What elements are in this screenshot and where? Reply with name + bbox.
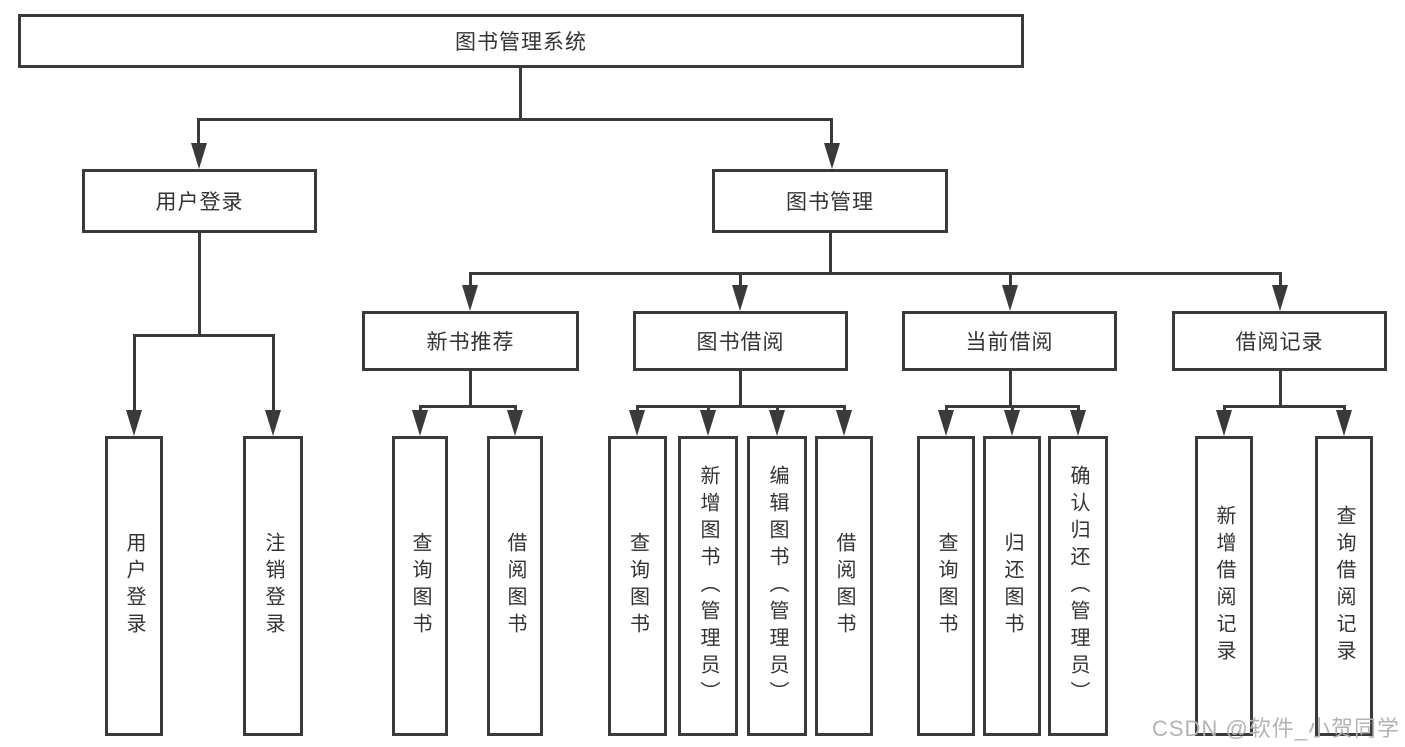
- node-borrow-records-label: 借阅记录: [1235, 331, 1324, 354]
- connector-vline: [469, 272, 472, 287]
- connector-vline: [198, 233, 201, 336]
- arrow-down-icon: [412, 410, 428, 436]
- leaf-label: 查询图书: [409, 532, 431, 640]
- leaf-current-query-books: 查询图书: [917, 436, 975, 736]
- node-book-borrow-label: 图书借阅: [696, 331, 785, 354]
- arrow-down-icon: [1070, 410, 1086, 436]
- connector-vline: [1223, 405, 1226, 413]
- leaf-borrow-edit-books-admin: 编辑图书（管理员）: [747, 436, 807, 736]
- node-book-borrow: 图书借阅: [633, 311, 848, 371]
- arrow-down-icon: [1336, 410, 1352, 436]
- node-root: 图书管理系统: [18, 14, 1024, 68]
- node-root-label: 图书管理系统: [455, 31, 587, 54]
- leaf-records-query-record: 查询借阅记录: [1315, 436, 1373, 736]
- arrow-down-icon: [191, 143, 207, 169]
- arrow-down-icon: [824, 143, 840, 169]
- leaf-current-return-books: 归还图书: [983, 436, 1041, 736]
- arrow-down-icon: [1002, 285, 1018, 311]
- connector-vline: [1279, 272, 1282, 287]
- leaf-label: 编辑图书（管理员）: [766, 464, 788, 708]
- connector-vline: [707, 405, 710, 413]
- connector-vline: [1009, 272, 1012, 287]
- node-borrow-records: 借阅记录: [1172, 311, 1387, 371]
- leaf-label: 确认归还（管理员）: [1067, 464, 1089, 708]
- leaf-label: 归还图书: [1001, 532, 1023, 640]
- leaf-label: 注销登录: [262, 532, 284, 640]
- connector-hline: [197, 118, 833, 121]
- node-new-book-recommend: 新书推荐: [362, 311, 579, 371]
- arrow-down-icon: [462, 285, 478, 311]
- connector-vline: [739, 371, 742, 407]
- connector-hline: [419, 405, 517, 408]
- leaf-logout: 注销登录: [243, 436, 303, 736]
- arrow-down-icon: [1216, 410, 1232, 436]
- connector-hline: [133, 334, 275, 337]
- connector-vline: [776, 405, 779, 413]
- connector-hline: [469, 272, 1282, 275]
- arrow-down-icon: [836, 410, 852, 436]
- leaf-label: 用户登录: [123, 532, 145, 640]
- connector-vline: [1077, 405, 1080, 413]
- leaf-label: 借阅图书: [504, 532, 526, 640]
- node-book-management-label: 图书管理: [786, 191, 874, 214]
- node-book-management: 图书管理: [712, 169, 948, 233]
- node-current-borrow: 当前借阅: [902, 311, 1117, 371]
- connector-vline: [1009, 371, 1012, 407]
- connector-vline: [1279, 371, 1282, 407]
- arrow-down-icon: [126, 410, 142, 436]
- arrow-down-icon: [938, 410, 954, 436]
- connector-vline: [739, 272, 742, 287]
- leaf-label: 查询图书: [626, 532, 649, 640]
- arrow-down-icon: [629, 410, 645, 436]
- connector-vline: [272, 334, 275, 412]
- leaf-label: 新增借阅记录: [1213, 505, 1235, 667]
- leaf-newbooks-query-books: 查询图书: [392, 436, 448, 736]
- connector-vline: [830, 118, 833, 148]
- leaf-records-add-record: 新增借阅记录: [1195, 436, 1253, 736]
- arrow-down-icon: [265, 410, 281, 436]
- node-current-borrow-label: 当前借阅: [965, 331, 1054, 354]
- arrow-down-icon: [507, 410, 523, 436]
- connector-hline: [636, 405, 846, 408]
- leaf-label: 新增图书（管理员）: [697, 464, 719, 708]
- leaf-borrow-add-books-admin: 新增图书（管理员）: [678, 436, 738, 736]
- connector-vline: [636, 405, 639, 413]
- leaf-borrow-borrow-books: 借阅图书: [815, 436, 873, 736]
- arrow-down-icon: [1004, 410, 1020, 436]
- connector-vline: [1011, 405, 1014, 413]
- leaf-label: 查询图书: [935, 532, 957, 640]
- connector-vline: [519, 68, 522, 118]
- connector-vline: [514, 405, 517, 413]
- connector-vline: [197, 118, 200, 148]
- connector-vline: [945, 405, 948, 413]
- leaf-newbooks-borrow-books: 借阅图书: [487, 436, 543, 736]
- connector-vline: [133, 334, 136, 412]
- connector-vline: [419, 405, 422, 413]
- leaf-borrow-query-books: 查询图书: [608, 436, 667, 736]
- node-new-book-recommend-label: 新书推荐: [426, 331, 515, 354]
- connector-vline: [829, 233, 832, 275]
- node-user-login-label: 用户登录: [155, 191, 244, 214]
- connector-vline: [469, 371, 472, 407]
- arrow-down-icon: [732, 285, 748, 311]
- csdn-watermark: CSDN @软件_小贺同学: [1152, 716, 1401, 741]
- arrow-down-icon: [700, 410, 716, 436]
- arrow-down-icon: [769, 410, 785, 436]
- connector-hline: [1223, 405, 1346, 408]
- leaf-label: 借阅图书: [833, 532, 855, 640]
- leaf-label: 查询借阅记录: [1333, 505, 1355, 667]
- connector-vline: [843, 405, 846, 413]
- arrow-down-icon: [1272, 285, 1288, 311]
- connector-vline: [1343, 405, 1346, 413]
- node-user-login: 用户登录: [82, 169, 317, 233]
- leaf-current-confirm-return-admin: 确认归还（管理员）: [1048, 436, 1108, 736]
- leaf-user-login: 用户登录: [105, 436, 163, 736]
